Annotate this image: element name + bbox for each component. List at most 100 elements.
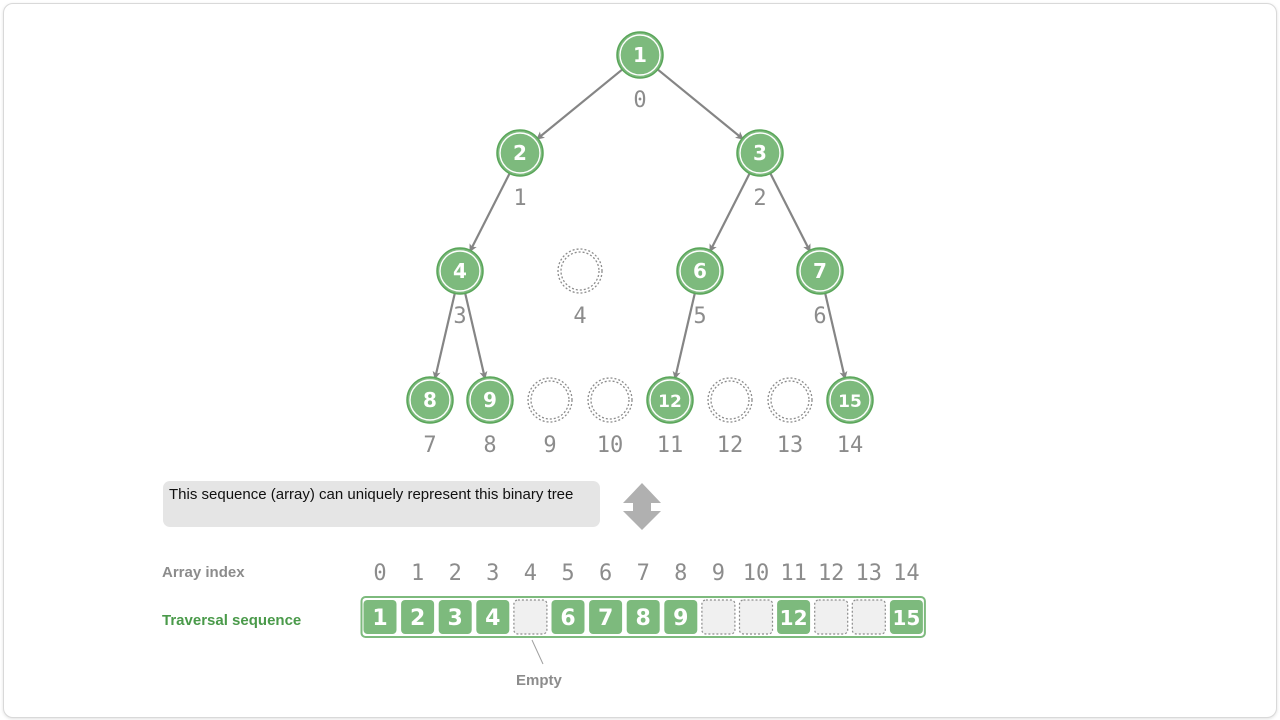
node-inner-ring: [829, 379, 871, 421]
node-index: 11: [657, 433, 684, 458]
empty-node-inner: [560, 251, 600, 291]
array-cell-box: [476, 600, 510, 634]
tree-node: 43: [436, 247, 484, 329]
array-cell-box: [589, 600, 623, 634]
array-index-value: 8: [674, 561, 687, 586]
array-cell: 9: [664, 600, 698, 634]
array-cell-empty: [513, 599, 548, 635]
array-cell-value: 15: [892, 606, 920, 630]
tree-node: 21: [496, 129, 544, 211]
node-index: 6: [813, 304, 826, 329]
node-index: 14: [837, 433, 864, 458]
array-index-value: 11: [780, 561, 807, 586]
empty-node-outer: [707, 377, 753, 423]
array-cell-box: [513, 599, 548, 635]
array-index-value: 4: [524, 561, 537, 586]
array-index-value: 13: [856, 561, 883, 586]
tree-edge-1-3: [468, 173, 511, 253]
node-circle: [496, 129, 544, 177]
array-cell-value: 9: [673, 606, 688, 631]
array-cell: 8: [626, 600, 660, 634]
array-cell: 1: [363, 600, 397, 634]
node-inner-ring: [409, 379, 451, 421]
array-cell-value: 2: [410, 606, 425, 631]
empty-tree-node: 9: [527, 377, 573, 458]
node-value: 7: [813, 259, 827, 283]
node-index: 4: [573, 304, 586, 329]
array-cell: 3: [438, 600, 472, 634]
tree-edge-0-1: [536, 68, 623, 140]
node-inner-ring: [469, 379, 511, 421]
array-cell-box: [814, 599, 849, 635]
empty-node-inner: [590, 380, 630, 420]
tree-edge-2-6: [769, 173, 812, 253]
node-value: 12: [658, 392, 682, 412]
node-circle: [676, 247, 724, 295]
array-index-value: 3: [486, 561, 499, 586]
empty-tree-node: 12: [707, 377, 753, 458]
explanation-note: This sequence (array) can uniquely repre…: [163, 481, 600, 527]
node-index: 10: [597, 433, 624, 458]
node-value: 3: [753, 141, 767, 165]
tree-node: 32: [736, 129, 784, 211]
empty-label: Empty: [516, 672, 562, 689]
node-inner-ring: [619, 34, 661, 76]
array-index-value: 12: [818, 561, 845, 586]
tree-node: 10: [616, 31, 664, 113]
tree-edge-6-14: [824, 293, 848, 380]
node-value: 9: [483, 388, 497, 412]
array-index-value: 14: [893, 561, 920, 586]
node-circle: [406, 376, 454, 424]
node-value: 1: [633, 43, 647, 67]
bidirectional-arrow-icon: [623, 483, 661, 530]
array-index-label: Array index: [162, 564, 245, 581]
empty-node-inner: [710, 380, 750, 420]
node-index: 5: [693, 304, 706, 329]
empty-node-inner: [530, 380, 570, 420]
tree-edge-3-7: [432, 293, 456, 380]
node-inner-ring: [439, 250, 481, 292]
array-index-value: 1: [411, 561, 424, 586]
node-inner-ring: [679, 250, 721, 292]
traversal-sequence-label: Traversal sequence: [162, 612, 302, 629]
array-cell-value: 8: [636, 606, 651, 631]
tree-node: 98: [466, 376, 514, 458]
tree-node: 76: [796, 247, 844, 329]
tree-edge-3-8: [464, 293, 488, 380]
array-cell-box: [889, 600, 923, 634]
node-circle: [826, 376, 874, 424]
array-cell-box: [626, 600, 660, 634]
array-cell: 6: [551, 600, 585, 634]
node-inner-ring: [499, 132, 541, 174]
empty-pointer-line: [531, 639, 544, 665]
array-cell: 7: [589, 600, 623, 634]
array-index-value: 5: [561, 561, 574, 586]
tree-node: 87: [406, 376, 454, 458]
empty-node-outer: [527, 377, 573, 423]
node-index: 1: [513, 186, 526, 211]
array-cell-value: 3: [448, 606, 463, 631]
node-value: 2: [513, 141, 527, 165]
node-inner-ring: [739, 132, 781, 174]
array-cell-box: [851, 599, 886, 635]
node-index: 0: [633, 88, 646, 113]
empty-tree-node: 13: [767, 377, 813, 458]
node-value: 8: [423, 388, 437, 412]
array-index-value: 0: [373, 561, 386, 586]
array-cell-empty: [851, 599, 886, 635]
tree-edge-0-2: [657, 68, 744, 140]
empty-node-outer: [587, 377, 633, 423]
empty-node-inner: [770, 380, 810, 420]
array-cell-box: [363, 600, 397, 634]
array-cell-box: [401, 600, 435, 634]
node-index: 7: [423, 433, 436, 458]
tree-edge-5-11: [672, 293, 696, 380]
tree-node: 12 11: [646, 376, 694, 458]
node-value: 15: [838, 392, 862, 412]
array-cell-value: 4: [485, 606, 500, 631]
tree-edges: [432, 68, 848, 380]
node-circle: [736, 129, 784, 177]
